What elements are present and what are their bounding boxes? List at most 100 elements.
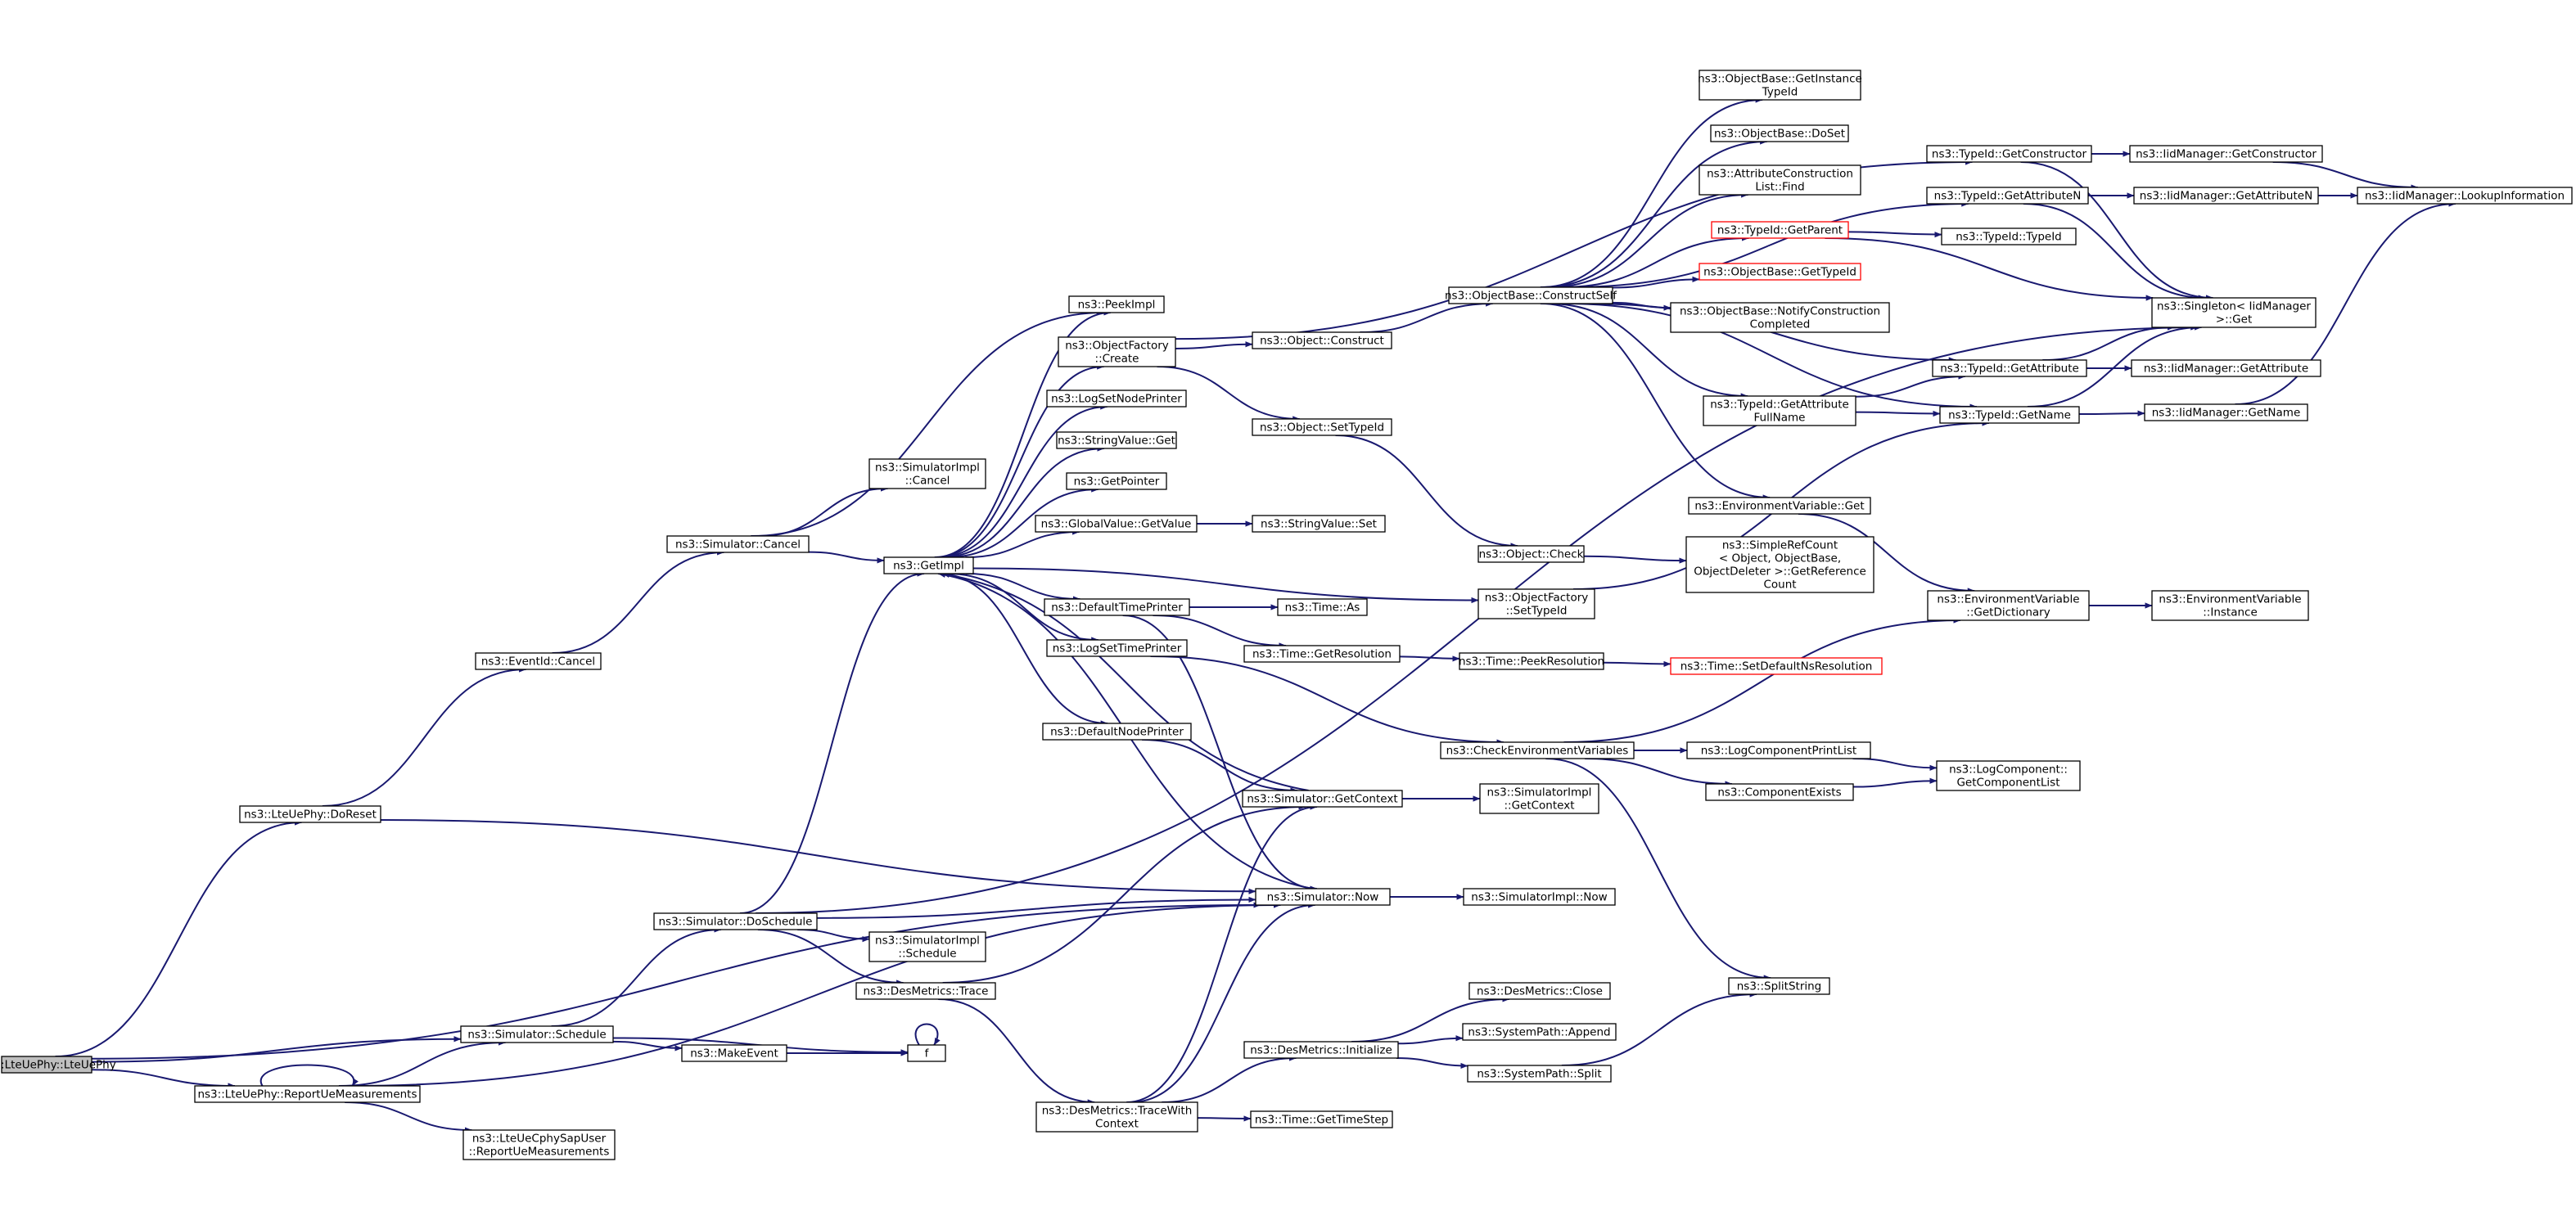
node-eventcancel[interactable]: ns3::EventId::Cancel [475,652,602,670]
node-objfactorysettypeid[interactable]: ns3::ObjectFactory::SetTypeId [1477,588,1595,619]
node-timegetstep[interactable]: ns3::Time::GetTimeStep [1250,1110,1393,1128]
node-reportue[interactable]: ns3::LteUePhy::ReportUeMeasurements [194,1085,421,1103]
node-typeidgetconstructor[interactable]: ns3::TypeId::GetConstructor [1926,145,2092,163]
node-objbaseconstruct[interactable]: ns3::ObjectBase::ConstructSelf [1445,286,1617,304]
node-objcheck[interactable]: ns3::Object::Check [1477,545,1585,563]
node-typeidtypeid[interactable]: ns3::TypeId::TypeId [1941,227,2077,245]
node-logsetnodeprinter[interactable]: ns3::LogSetNodePrinter [1046,390,1187,408]
edge-typeidgetparent-to-typeidtypeid [1847,231,1942,238]
node-label: ns3::Time::SetDefaultNsResolution [1680,660,1873,673]
node-box [1044,598,1190,616]
node-simimplgetcontext[interactable]: ns3::SimulatorImpl::GetContext [1479,783,1599,814]
node-box [1705,783,1854,801]
node-objbasedoset[interactable]: ns3::ObjectBase::DoSet [1710,124,1849,142]
node-desmetricsclose[interactable]: ns3::DesMetrics::Close [1468,982,1611,1000]
edge-line [1360,300,1494,333]
node-getpointer[interactable]: ns3::GetPointer [1066,472,1167,490]
node-singleton[interactable]: ns3::Singleton< IidManager>::Get [2151,297,2317,328]
node-box [1459,652,1604,670]
node-objbasenotify[interactable]: ns3::ObjectBase::NotifyConstructionCompl… [1670,302,1890,333]
edge-reportue-to-reportue [259,1064,359,1087]
node-timepeekres[interactable]: ns3::Time::PeekResolution [1459,652,1604,670]
node-defaulttimeprinter[interactable]: ns3::DefaultTimePrinter [1044,598,1190,616]
node-doreset[interactable]: ns3::LteUePhy::DoReset [239,805,381,823]
node-simimplnow[interactable]: ns3::SimulatorImpl::Now [1463,888,1616,906]
node-timeas[interactable]: ns3::Time::As [1277,598,1368,616]
edge-objbaseconstruct-to-objbasedoset [1543,138,1768,288]
node-box [1243,1041,1399,1059]
node-label: ns3::Simulator::DoSchedule [659,916,813,929]
node-syspathappend[interactable]: ns3::SystemPath::Append [1462,1023,1617,1041]
node-iidlookup[interactable]: ns3::IidManager::LookupInformation [2357,187,2573,205]
node-simimplschedule[interactable]: ns3::SimulatorImpl::Schedule [868,931,986,962]
edge-reportue-to-lteuecphy [345,1101,472,1133]
node-simcancel[interactable]: ns3::Simulator::Cancel [666,535,810,553]
node-typeidgetparent[interactable]: ns3::TypeId::GetParent [1711,221,1849,239]
node-objbasegettypeid[interactable]: ns3::ObjectBase::GetTypeId [1699,263,1861,281]
node-envget[interactable]: ns3::EnvironmentVariable::Get [1688,497,1871,515]
node-box [1939,406,2080,424]
node-box [460,1025,614,1043]
node-envinstance[interactable]: ns3::EnvironmentVariable::Instance [2151,590,2309,621]
node-box [1252,418,1392,436]
node-defaultnodeprinter[interactable]: ns3::DefaultNodePrinter [1042,723,1192,741]
node-stringvalueget[interactable]: ns3::StringValue::Get [1056,431,1177,449]
edge-line [756,324,2199,914]
node-objfactorycreate[interactable]: ns3::ObjectFactory::Create [1058,336,1176,367]
node-typeidgetattr[interactable]: ns3::TypeId::GetAttribute [1932,359,2087,377]
node-lteuephy[interactable]: ns3::LteUePhy::LteUePhy [0,1056,116,1074]
node-timegetres[interactable]: ns3::Time::GetResolution [1243,645,1401,663]
node-iidgetconstructor[interactable]: ns3::IidManager::GetConstructor [2129,145,2323,163]
node-box [1255,888,1391,906]
node-label: ::Schedule [898,948,956,961]
node-iidgetattr[interactable]: ns3::IidManager::GetAttribute [2131,359,2321,377]
node-desmetricstrace[interactable]: ns3::DesMetrics::Trace [855,982,996,1000]
node-makeevent[interactable]: ns3::MakeEvent [681,1044,787,1062]
edge-line [941,445,1105,558]
node-peekimpl[interactable]: ns3::PeekImpl [1068,295,1165,313]
node-box [653,912,818,930]
node-globalvalueget[interactable]: ns3::GlobalValue::GetValue [1035,515,1198,533]
node-box [1686,741,1871,759]
node-getimpl[interactable]: ns3::GetImpl [883,556,974,574]
node-logprintlist[interactable]: ns3::LogComponentPrintList [1686,741,1871,759]
node-label: ns3::DefaultTimePrinter [1051,601,1183,615]
edge-line [1162,1055,1297,1103]
node-timesetdefault[interactable]: ns3::Time::SetDefaultNsResolution [1670,657,1883,675]
node-logsettimeprinter[interactable]: ns3::LogSetTimePrinter [1046,639,1188,657]
node-iidgetattrn[interactable]: ns3::IidManager::GetAttributeN [2133,187,2319,205]
node-simplerefcount[interactable]: ns3::SimpleRefCount< Object, ObjectBase,… [1685,536,1874,593]
node-objsettypeid[interactable]: ns3::Object::SetTypeId [1252,418,1392,436]
node-f[interactable]: f [907,1044,946,1062]
node-syspathsplit[interactable]: ns3::SystemPath::Split [1467,1065,1612,1083]
node-typeidgetname[interactable]: ns3::TypeId::GetName [1939,406,2080,424]
node-simnow[interactable]: ns3::Simulator::Now [1255,888,1391,906]
node-compexists[interactable]: ns3::ComponentExists [1705,783,1854,801]
node-checkenv[interactable]: ns3::CheckEnvironmentVariables [1440,741,1635,759]
node-envgetdict[interactable]: ns3::EnvironmentVariable::GetDictionary [1927,590,2090,621]
node-box [666,535,810,553]
node-doschedule[interactable]: ns3::Simulator::DoSchedule [653,912,818,930]
node-label: ns3::LogComponent:: [1949,763,2068,777]
node-lteuecphy[interactable]: ns3::LteUeCphySapUser::ReportUeMeasureme… [462,1129,616,1160]
node-desmetricsinit[interactable]: ns3::DesMetrics::Initialize [1243,1041,1399,1059]
node-typeidgetattrn[interactable]: ns3::TypeId::GetAttributeN [1926,187,2089,205]
node-stringvalueset[interactable]: ns3::StringValue::Set [1252,515,1386,533]
node-label: ns3::LteUePhy::ReportUeMeasurements [197,1088,417,1101]
node-label: ns3::GlobalValue::GetValue [1041,518,1192,531]
node-iidgetname[interactable]: ns3::IidManager::GetName [2144,403,2308,421]
node-simschedule[interactable]: ns3::Simulator::Schedule [460,1025,614,1043]
node-label: ns3::Simulator::GetContext [1247,793,1397,806]
node-simimplcancel[interactable]: ns3::SimulatorImpl::Cancel [868,458,986,489]
node-logcompgetlist[interactable]: ns3::LogComponent::GetComponentList [1936,760,2081,791]
node-splitstring[interactable]: ns3::SplitString [1728,977,1830,995]
node-simgetcontext[interactable]: ns3::Simulator::GetContext [1242,790,1403,808]
node-objconstruct[interactable]: ns3::Object::Construct [1252,331,1392,349]
edge-line [322,666,527,807]
node-label: ns3::TypeId::TypeId [1956,231,2062,244]
